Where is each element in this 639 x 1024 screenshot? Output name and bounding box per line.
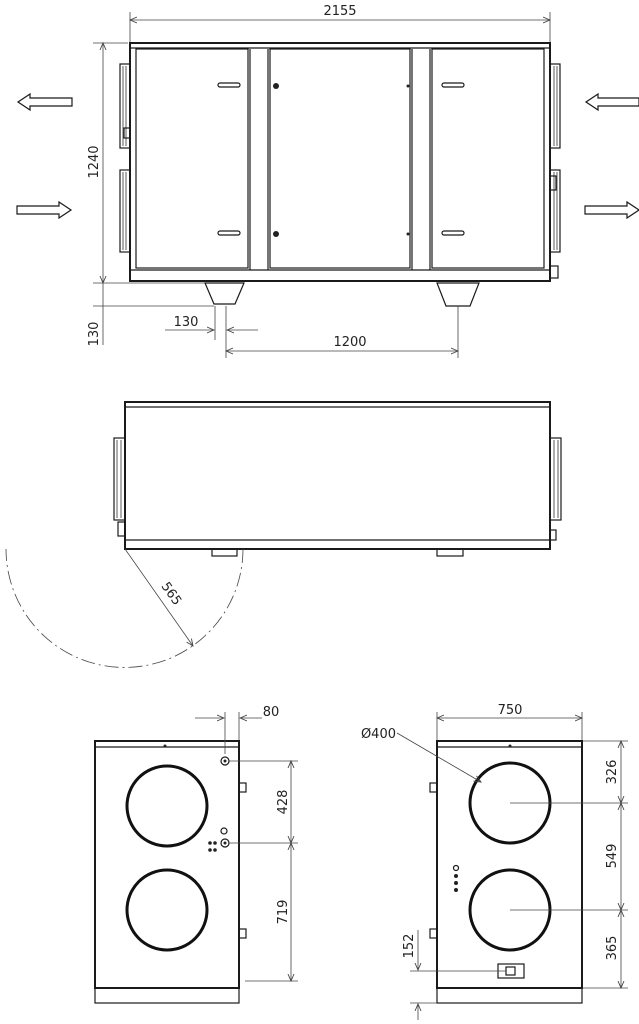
duct-diameter-label: Ø400 [361, 727, 396, 742]
airflow-arrows [16, 92, 639, 220]
duct-connection-upper [125, 764, 209, 848]
arrow-left-inlet-icon [584, 92, 639, 112]
width-dimension-label: 2155 [323, 4, 356, 19]
foot-offset-dimension-label: 130 [174, 315, 199, 330]
door-swing-arc: 565 [5, 548, 244, 668]
foot-spacing-dimension: 1200 [226, 306, 458, 358]
duct-collars [119, 63, 561, 279]
front-view: 2155 [16, 4, 639, 358]
top-to-duct-dimension-label: 326 [605, 760, 620, 785]
arrow-right-inlet-icon [16, 200, 73, 220]
width-dimension: 2155 [130, 4, 550, 42]
arrow-right-outlet-icon [584, 200, 639, 220]
door-handles [217, 82, 465, 237]
height-dimension-label: 1240 [87, 145, 102, 178]
foot-offset-dimension: 130 [165, 306, 258, 358]
arrow-left-outlet-icon [16, 92, 73, 112]
support-feet [204, 282, 480, 307]
lower-spacing-dimension-label: 719 [276, 900, 291, 925]
left-end-view: 80 428 719 [94, 705, 298, 1004]
door-radius-dimension-label: 565 [158, 580, 185, 609]
duct-to-bottom-dimension-label: 365 [605, 936, 620, 961]
foot-spacing-dimension-label: 1200 [333, 335, 366, 350]
port-offset-dimension-label: 80 [263, 705, 280, 720]
height-dimension: 1240 [87, 43, 205, 283]
duct-spacing-dimension-label: 549 [605, 844, 620, 869]
duct-connection-lower [125, 868, 209, 952]
upper-spacing-dimension-label: 428 [276, 790, 291, 815]
top-view: 565 [5, 401, 562, 668]
depth-dimension-label: 750 [498, 703, 523, 718]
foot-height-dimension-label: 130 [87, 322, 102, 347]
right-end-view: 750 Ø400 326 549 365 152 [361, 703, 628, 1020]
drain-height-dimension-label: 152 [402, 934, 417, 959]
foot-height-dimension: 130 [87, 283, 214, 346]
unit-housing [129, 42, 551, 282]
